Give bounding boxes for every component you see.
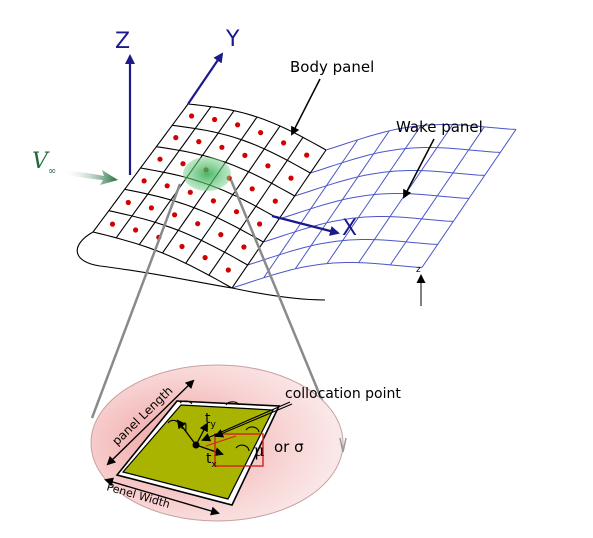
panel-edge-arc <box>167 419 180 425</box>
tx-label: tx <box>206 451 218 470</box>
airfoil-leading-edge <box>76 231 326 301</box>
collocation-dot <box>265 163 271 169</box>
collocation-dot <box>241 244 247 250</box>
collocation-dot <box>225 267 231 273</box>
panel-edge-arc <box>225 401 240 406</box>
collocation-dot <box>304 152 310 158</box>
wake-streamline <box>278 193 470 220</box>
collocation-point-label: collocation point <box>285 386 401 402</box>
tx-vector <box>195 444 224 456</box>
collocation-dot <box>173 135 179 141</box>
wake-panel-line <box>326 125 422 264</box>
collocation-dot <box>219 144 225 150</box>
wake-streamline <box>231 262 423 289</box>
panel-edge-arc <box>179 400 193 405</box>
panel-edge-arc <box>245 426 260 433</box>
collocation-dots <box>109 113 310 273</box>
collocation-dot <box>195 221 201 227</box>
wake-streamline <box>310 147 501 174</box>
collocation-dot <box>212 116 218 123</box>
y-axis-label: Y <box>225 27 240 52</box>
eta-vector <box>176 419 197 446</box>
collocation-dot <box>258 130 264 136</box>
body-panel-pointer <box>291 78 321 136</box>
collocation-dot <box>133 227 139 233</box>
panel-width-dimension <box>104 477 220 516</box>
z-axis-label: Z <box>115 29 130 54</box>
body-panel-line <box>108 210 248 266</box>
collocation-dot <box>179 243 185 250</box>
wake-panel-line <box>263 139 359 279</box>
collocation-dot <box>249 186 255 192</box>
panel-edge-arc <box>235 444 250 452</box>
freestream-arrow <box>62 170 118 185</box>
collocation-dot <box>164 183 170 189</box>
mu-label: μ <box>254 441 264 460</box>
body-panel-line <box>172 124 311 174</box>
panel-length-dimension <box>106 379 195 466</box>
collocation-point-marker <box>192 441 200 449</box>
wake-streamline <box>247 239 438 266</box>
body-panel-line <box>156 146 295 197</box>
body-panel-line <box>124 188 264 243</box>
collocation-dot <box>257 221 263 227</box>
collocation-dot <box>148 205 154 211</box>
collocation-dot <box>235 122 241 128</box>
collocation-dot <box>218 232 224 238</box>
influence-box-pointer <box>205 435 237 447</box>
collocation-dot <box>202 255 208 261</box>
magnifier-left-guide <box>90 183 182 419</box>
collocation-dot <box>125 199 131 206</box>
body-panel-label: Body panel <box>290 58 374 76</box>
collocation-dot <box>242 152 248 158</box>
wake-z-label: z <box>416 265 421 275</box>
body-panel-grid <box>92 103 327 289</box>
wake-panel-line <box>294 130 390 270</box>
ty-label: ty <box>205 411 217 430</box>
collocation-dot <box>187 189 193 195</box>
body-panel-line <box>92 231 233 289</box>
collocation-dot <box>172 212 178 218</box>
collocation-dot <box>189 113 195 119</box>
wake-panel-grid <box>231 124 517 289</box>
influence-box <box>214 433 264 467</box>
x-axis-arrow <box>271 214 340 236</box>
collocation-dot <box>141 178 147 184</box>
collocation-dot <box>180 161 186 167</box>
freestream-velocity-label: V∞ <box>32 149 56 177</box>
y-axis-arrow <box>187 52 224 105</box>
wake-panel-label: Wake panel <box>396 118 483 136</box>
body-panel-line <box>187 103 327 151</box>
or-sigma-label: or σ <box>274 438 304 456</box>
collocation-dot <box>288 175 294 181</box>
collocation-dot <box>210 198 216 204</box>
magnifier-right-tick <box>339 437 347 453</box>
x-axis-label: X <box>342 216 357 241</box>
collocation-pointer-2 <box>214 403 293 438</box>
eta-label: η <box>180 418 187 432</box>
wake-panel-pointer <box>403 138 435 199</box>
wake-panel-line <box>421 129 517 268</box>
wake-streamline <box>294 170 485 197</box>
collocation-dot <box>109 221 116 227</box>
collocation-dot <box>281 140 287 146</box>
wake-panel-line <box>389 126 485 266</box>
collocation-dot <box>233 209 240 215</box>
highlighted-panel-marker <box>183 157 231 191</box>
collocation-dot <box>272 198 278 204</box>
collocation-dot <box>196 139 202 145</box>
collocation-dot <box>157 156 163 162</box>
